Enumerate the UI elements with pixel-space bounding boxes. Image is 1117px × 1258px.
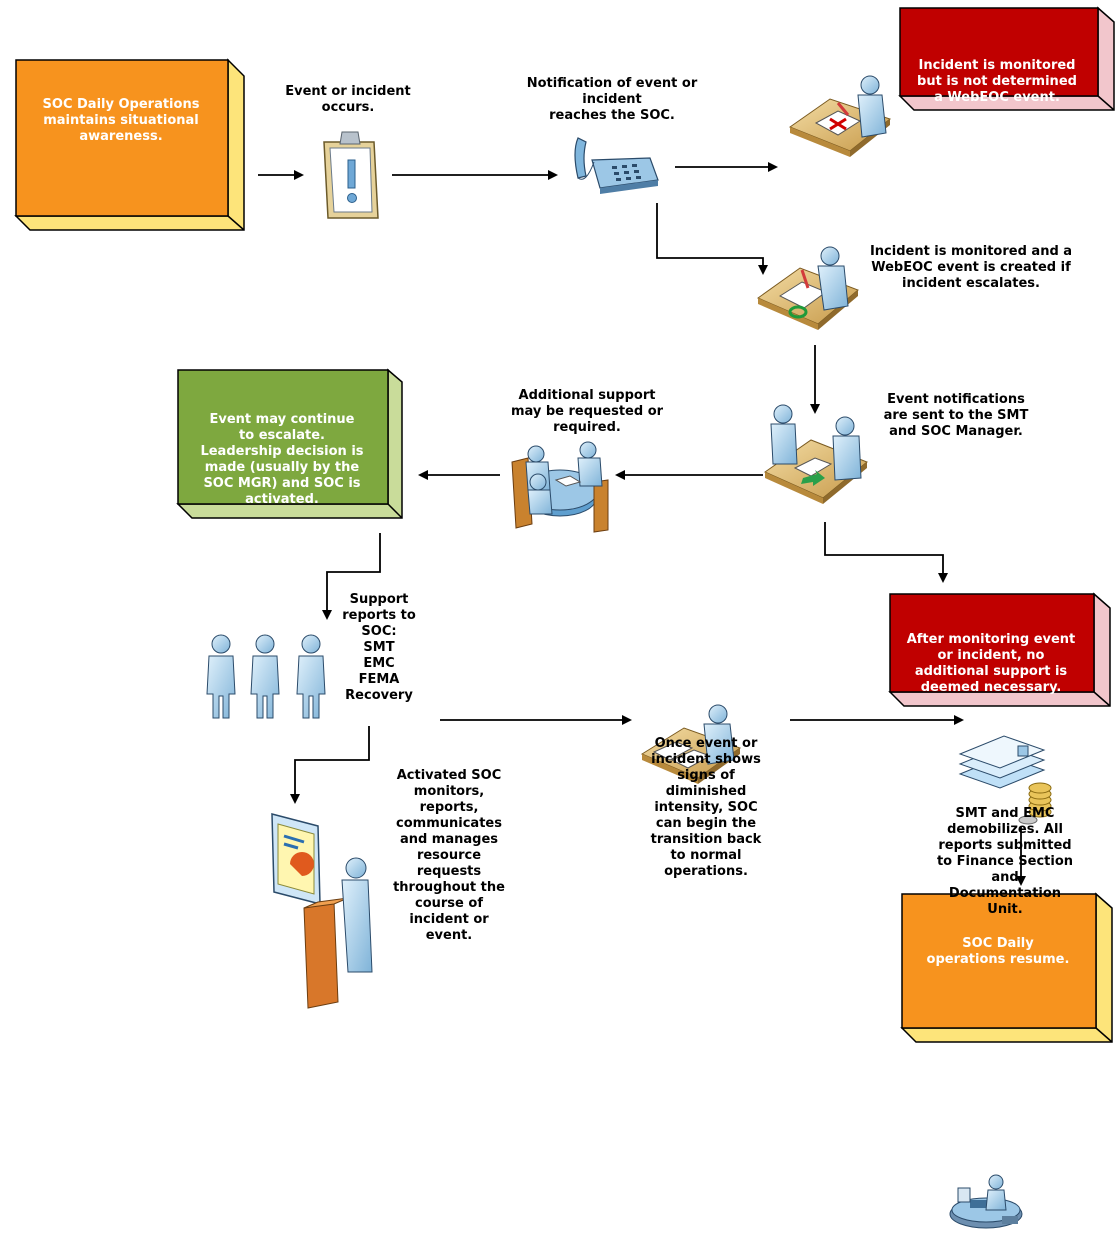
flow-arrows	[258, 162, 1026, 886]
ops-resume-text: SOC Daily operations resume.	[926, 936, 1070, 967]
meeting-desk-icon	[763, 404, 868, 504]
desk-operator-icon	[949, 1174, 1023, 1229]
arrow-notification-to-monitored	[656, 203, 768, 275]
may-escalate-text: Event may continue to escalate. Leadersh…	[200, 412, 364, 507]
arrow-support-reports-to-activated	[290, 726, 370, 804]
notification-label: Notification of event or incident reache…	[526, 76, 698, 123]
documents-coins-icon	[958, 735, 1052, 825]
desk-paperwork-icon	[640, 704, 742, 784]
transition-back-label: Once event or incident shows signs of di…	[650, 736, 762, 879]
soc-daily-ops-text: SOC Daily Operations maintains situation…	[42, 97, 200, 144]
monitored-created-label: Incident is monitored and a WebEOC event…	[869, 244, 1073, 291]
not-determined-text: Incident is monitored but is not determi…	[917, 58, 1077, 105]
clipboard-alert-icon	[323, 131, 379, 219]
box-3d-frame	[898, 6, 1115, 111]
conference-table-icon	[511, 441, 609, 533]
not-determined-box: Incident is monitored but is not determi…	[898, 6, 1116, 112]
no-support-text: After monitoring event or incident, no a…	[906, 632, 1076, 695]
support-reports-label: Support reports to SOC: SMT EMC FEMA Rec…	[342, 592, 416, 703]
arrow-escalate-to-support-reports	[322, 533, 381, 620]
soc-daily-ops-box: SOC Daily Operations maintains situation…	[14, 58, 246, 234]
three-persons-icon	[206, 634, 326, 719]
box-3d-frame	[888, 592, 1111, 707]
desk-approve-icon	[756, 246, 859, 330]
demobilizes-label: SMT and EMC demobilizes. All reports sub…	[936, 806, 1074, 917]
notifications-sent-label: Event notifications are sent to the SMT …	[883, 392, 1029, 439]
additional-support-label: Additional support may be requested or r…	[510, 388, 664, 435]
arrow-notifications-to-no-support	[824, 522, 948, 583]
desk-reject-icon	[788, 75, 892, 157]
box-3d-frame	[14, 58, 245, 231]
presenter-icon	[271, 813, 373, 1009]
may-escalate-box: Event may continue to escalate. Leadersh…	[176, 368, 404, 520]
telephone-icon	[574, 137, 659, 194]
box-3d-frame	[176, 368, 403, 519]
ops-resume-box: SOC Daily operations resume.	[900, 892, 1114, 1044]
event-occurs-label: Event or incident occurs.	[285, 84, 411, 115]
activated-soc-label: Activated SOC monitors, reports, communi…	[393, 768, 505, 943]
no-support-box: After monitoring event or incident, no a…	[888, 592, 1112, 708]
box-3d-frame	[900, 892, 1113, 1043]
